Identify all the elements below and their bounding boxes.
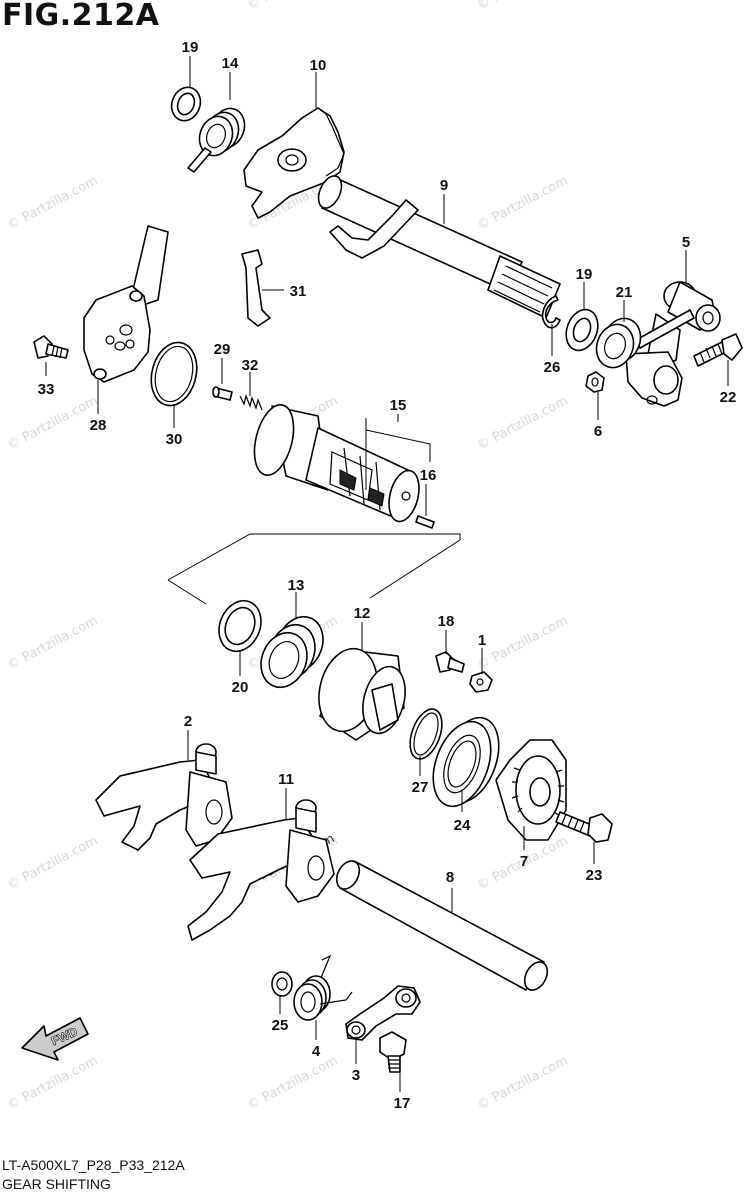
part-18-bolt [435,651,465,673]
label-24: 24 [454,817,471,834]
label-11: 11 [278,771,294,788]
part-4-spring [293,954,353,1021]
label-4: 4 [312,1043,321,1060]
part-30-o-ring [150,341,198,407]
label-33: 33 [38,381,55,398]
part-19-washer-right [565,308,599,352]
bracket-15 [365,418,431,490]
label-1: 1 [478,632,486,649]
part-13-spring [260,615,324,689]
label-7: 7 [520,853,528,870]
watermark-text: © Partzilla.com [245,1053,341,1113]
part-3-stopper-arm [345,985,421,1041]
part-23-bolt [555,811,613,843]
label-3: 3 [352,1067,360,1084]
part-27-circlip [409,708,443,760]
part-2-shift-fork [95,743,233,851]
part-9-shift-shaft [317,175,561,319]
part-8-fork-shaft [335,860,549,991]
part-10-shift-arm [243,107,345,219]
label-22: 22 [720,389,737,406]
label-20: 20 [232,679,249,696]
label-12: 12 [354,605,371,622]
label-30: 30 [166,431,183,448]
watermark-text: © Partzilla.com [5,613,101,673]
label-6: 6 [594,423,602,440]
label-27: 27 [412,779,429,796]
label-19-top: 19 [182,39,199,56]
watermark-text: © Partzilla.com [5,173,101,233]
label-29: 29 [214,341,231,358]
part-24-bearing [432,716,500,808]
part-11-shift-fork [187,799,335,941]
bracket-group [167,533,461,605]
label-13: 13 [288,577,305,594]
label-32: 32 [242,357,259,374]
part-15-gearshift-cam [253,403,420,523]
label-9: 9 [440,177,448,194]
label-8: 8 [446,869,454,886]
part-26-circlip [541,295,561,329]
part-32-spring [239,394,263,411]
label-26: 26 [544,359,561,376]
watermark-text: © Partzilla.com [475,173,571,233]
label-21: 21 [616,284,633,301]
part-25-washer [271,971,293,997]
part-12-cam-stopper [318,647,406,741]
part-16-pin [415,515,435,529]
part-33-bolt [33,335,69,359]
part-17-bolt [379,1031,407,1073]
label-31: 31 [290,283,307,300]
figure-title: FIG.212A [2,0,160,33]
diagram-name: GEAR SHIFTING [2,1176,111,1192]
part-22-bolt [693,333,743,367]
part-7-shift-drum-plate [495,739,567,841]
label-14: 14 [222,55,239,72]
label-15: 15 [390,397,407,414]
watermark-text: © Partzilla.com [475,393,571,453]
diagram-code: LT-A500XL7_P28_P33_212A [2,1157,185,1173]
label-25: 25 [272,1017,289,1034]
watermark-text: © Partzilla.com [475,613,571,673]
label-19-right: 19 [576,266,593,283]
label-17: 17 [394,1095,411,1112]
label-2: 2 [184,713,192,730]
part-31-clip [241,249,271,327]
watermark-text: © Partzilla.com [5,833,101,893]
part-29-pin [212,386,233,401]
part-labels: 19 14 10 9 5 31 19 21 33 28 26 22 29 32 … [38,39,737,1112]
watermark-text: © Partzilla.com [5,393,101,453]
label-28: 28 [90,417,107,434]
watermark-text: © Partzilla.com [5,1053,101,1113]
watermark-text: © Partzilla.com [245,0,341,14]
part-1-nut [469,671,493,693]
part-14-spring [187,107,246,173]
part-20-washer [218,599,262,653]
label-10: 10 [310,57,327,74]
part-28-cover [83,225,169,383]
label-18: 18 [438,613,455,630]
fwd-arrow-icon: FWD [21,1017,89,1061]
label-5: 5 [682,234,690,251]
label-23: 23 [586,867,603,884]
watermark-text: © Partzilla.com [475,0,571,14]
part-5-gearshift-arm [625,281,721,407]
part-21-oil-seal [595,317,642,369]
label-16: 16 [420,467,437,484]
part-6-nut [585,371,605,393]
watermark-text: © Partzilla.com [475,1053,571,1113]
part-19-washer-top [170,86,202,122]
leader-lines [45,56,729,1092]
